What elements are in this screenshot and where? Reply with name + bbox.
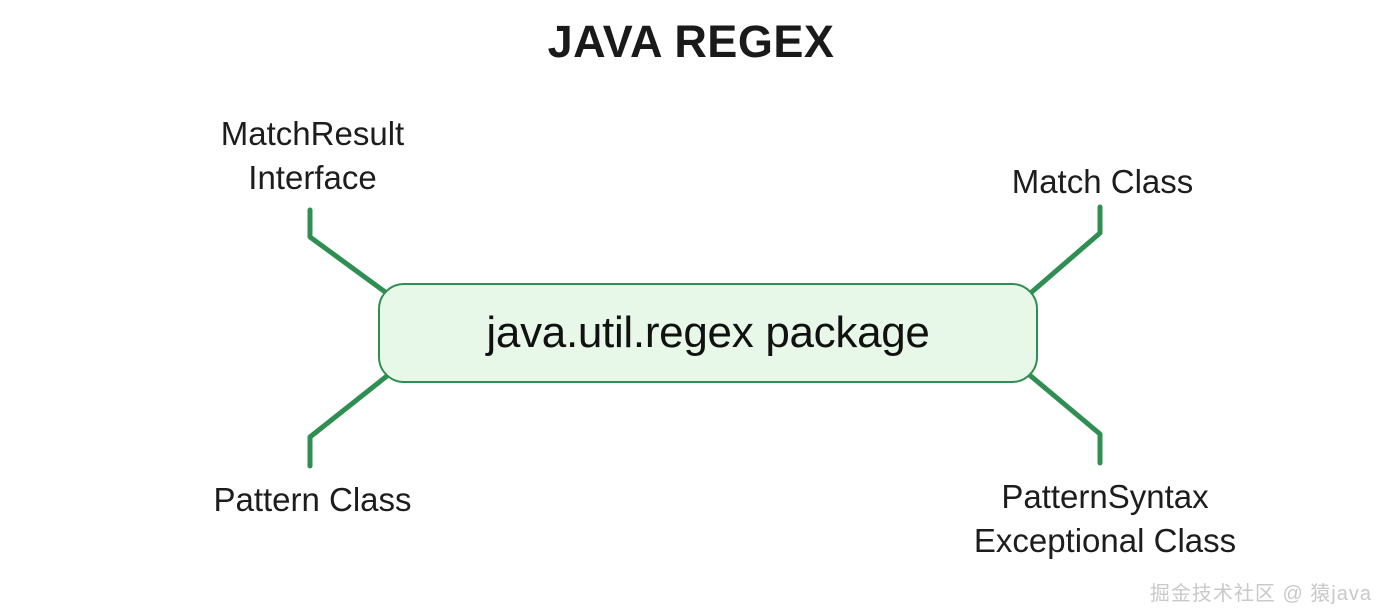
branch-label-pattern-syntax-exceptional-class[interactable]: PatternSyntax Exceptional Class	[973, 478, 1237, 559]
center-node-label: java.util.regex package	[486, 308, 930, 357]
connector-match-result-interface	[307, 207, 395, 300]
branch-label-pattern-class[interactable]: Pattern Class	[213, 481, 412, 518]
center-node[interactable]: java.util.regex package	[378, 283, 1038, 383]
connector-match-class	[1023, 204, 1103, 300]
watermark: 掘金技术社区 @ 猿java	[1149, 583, 1372, 605]
page-title: JAVA REGEX	[547, 16, 835, 67]
branch-label-match-class[interactable]: Match Class	[1011, 163, 1194, 200]
connector-pattern-class	[307, 369, 395, 469]
branch-label-match-result-interface[interactable]: MatchResult Interface	[220, 115, 405, 196]
connector-pattern-syntax-exceptional-class	[1023, 369, 1103, 466]
